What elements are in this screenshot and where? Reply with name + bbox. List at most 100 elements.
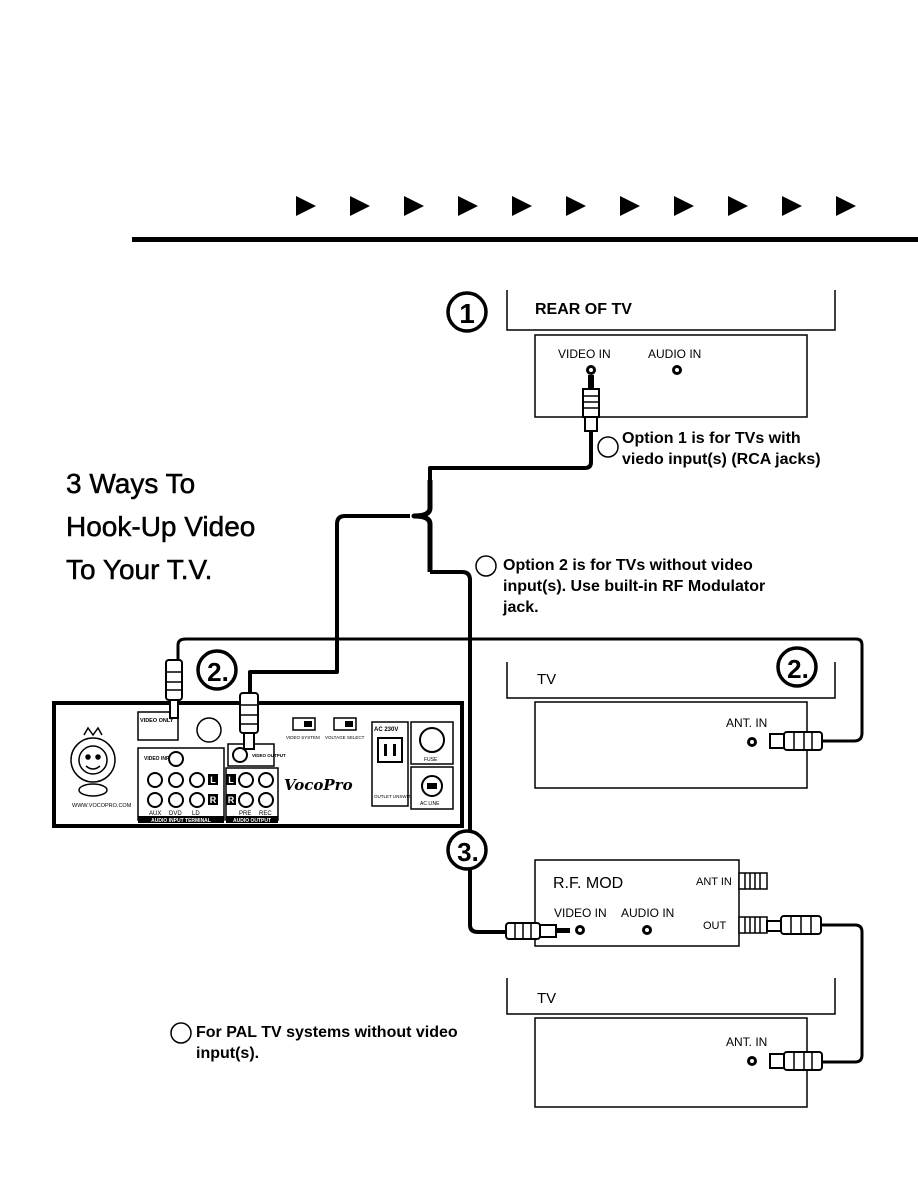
ld-l-jack [189, 772, 205, 788]
marker-1-label: 1 [459, 298, 475, 329]
audio-output-label: AUDIO OUTPUT [233, 818, 271, 824]
video-input-jack [168, 751, 184, 767]
arrow-glyph [566, 196, 586, 216]
ac-line-socket-slot [427, 783, 437, 789]
audio-output-bar [226, 816, 278, 823]
tv2-box [534, 701, 808, 789]
tv-rear-title: REAR OF TV [535, 301, 632, 318]
marker-2-right-label: 2. [787, 654, 809, 684]
rf-mod-out-connector [738, 915, 822, 935]
video-output-label: VIDEO OUTPUT [252, 753, 286, 758]
rf-mod-video-in-label: VIDEO IN [554, 906, 607, 920]
option3-note: For PAL TV systems without video input(s… [196, 1022, 458, 1064]
dvd-label: DVD [169, 811, 182, 817]
option1-line-1: Option 1 is for TVs with [622, 430, 801, 447]
rf-mod-panel: R.F. MOD ANT IN VIDEO IN AUDIO IN OUT [505, 859, 822, 947]
ld-r-jack [189, 792, 205, 808]
tv3-title: TV [537, 990, 556, 1007]
tv3-ant-jack-hole [750, 1059, 754, 1063]
audio-in-l-badge [208, 774, 218, 785]
video-only-block [137, 711, 179, 741]
cable-rfmod-out [822, 923, 864, 1064]
rf-mod-ant-in-connector [738, 872, 768, 890]
rf-mod-title: R.F. MOD [553, 875, 623, 892]
rec-r-jack [258, 792, 274, 808]
ac-outlet-pin-right [393, 744, 396, 756]
diagram-heading: 3 Ways To Hook-Up Video To Your T.V. [66, 462, 386, 591]
option1-note: Option 1 is for TVs with viedo input(s) … [622, 428, 821, 470]
audio-out-l-label: L [228, 775, 234, 785]
arrow-glyph [620, 196, 640, 216]
cables [176, 431, 864, 1064]
heading-line-1: 3 Ways To [66, 468, 196, 500]
dvd-l-jack [168, 772, 184, 788]
tv-rear-video-jack-hole [589, 368, 593, 372]
option1-line-2: viedo input(s) (RCA jacks) [622, 451, 821, 468]
tv-rear-audio-in-label: AUDIO IN [648, 347, 701, 361]
tv2-title: TV [537, 671, 556, 688]
player-website: WWW.VOCOPRO.COM [72, 803, 132, 809]
marker-2-left-label: 2. [207, 657, 229, 687]
option3-line-2: input(s). [196, 1045, 260, 1062]
arrow-glyph [674, 196, 694, 216]
ld-label: LD [192, 811, 200, 817]
rca-plug-option1 [582, 375, 600, 432]
arrow-glyph [458, 196, 478, 216]
ac-outlet-panel [371, 721, 409, 807]
option2-line-2: input(s). Use built-in RF Modulator [503, 578, 766, 595]
arrow-glyph [296, 196, 316, 216]
audio-input-terminal-label: AUDIO INPUT TERMINAL [151, 818, 211, 824]
rec-l-jack [258, 772, 274, 788]
voltage-select-label: VOLTAGE SELECT [325, 735, 365, 740]
tv3-top-bracket [506, 978, 836, 1015]
cable-to-video-output [248, 514, 410, 693]
ac-outlet-socket [377, 737, 403, 763]
rf-mod-out-label: OUT [703, 920, 727, 932]
tv2-ant-in-label: ANT. IN [726, 716, 767, 730]
marker-2-left-circle [196, 649, 238, 691]
audio-out-r-badge [226, 794, 236, 805]
cable-option3 [430, 570, 506, 934]
pre-l-jack [238, 772, 254, 788]
pre-label: PRE [239, 811, 251, 817]
tv2-ant-jack-hole [750, 740, 754, 744]
rf-mod-box [534, 859, 740, 947]
ac-outlet-pin-left [384, 744, 387, 756]
option2-bullet [475, 555, 497, 577]
cable-option1 [428, 431, 593, 480]
rf-mod-rca-plug [505, 922, 570, 940]
outlet-label: OUTLET UNSWITCHED [374, 794, 424, 799]
dvd-r-jack [168, 792, 184, 808]
video-system-label: VIDEO SYSTEM [286, 735, 320, 740]
aux-r-jack [147, 792, 163, 808]
marker-3-label: 3. [457, 837, 479, 867]
video-only-label: VIDEO ONLY [140, 718, 174, 724]
tv3-f-connector [769, 1051, 823, 1071]
option3-bullet [170, 1022, 192, 1044]
header-rule [132, 237, 918, 242]
option2-line-1: Option 2 is for TVs without video [503, 557, 753, 574]
rf-mod-ant-in-label: ANT IN [696, 876, 732, 888]
coax-jack [196, 717, 222, 743]
rf-mod-video-jack-hole [578, 928, 582, 932]
heading-line-2: Hook-Up Video [66, 511, 256, 543]
arrow-glyph [350, 196, 370, 216]
tv-rear-panel: 1 REAR OF TV VIDEO IN AUDIO IN [446, 290, 836, 432]
arrow-row [296, 196, 856, 216]
video-input-label: VIDEO INPUT [144, 756, 176, 762]
arrow-glyph [782, 196, 802, 216]
player-video-plug [239, 692, 259, 750]
tv2-panel: TV 2. ANT. IN [506, 646, 836, 789]
audio-in-l-label: L [210, 775, 216, 785]
player-brand: VocoPro [284, 776, 353, 794]
video-output-jack [232, 747, 248, 763]
ac-line-label: AC LINE [420, 801, 440, 807]
tv-rear-video-in-label: VIDEO IN [558, 347, 611, 361]
tv3-panel: TV ANT. IN [506, 978, 836, 1108]
rf-mod-audio-jack-hole [645, 928, 649, 932]
player-rear-panel: WWW.VOCOPRO.COM VIDEO ONLY VIDEO OUTPUT … [52, 659, 464, 828]
audio-input-terminal-bar [138, 816, 224, 823]
ac-power-label: AC 230V [374, 727, 398, 733]
tv2-f-connector [769, 731, 823, 751]
heading-line-3: To Your T.V. [66, 554, 213, 586]
